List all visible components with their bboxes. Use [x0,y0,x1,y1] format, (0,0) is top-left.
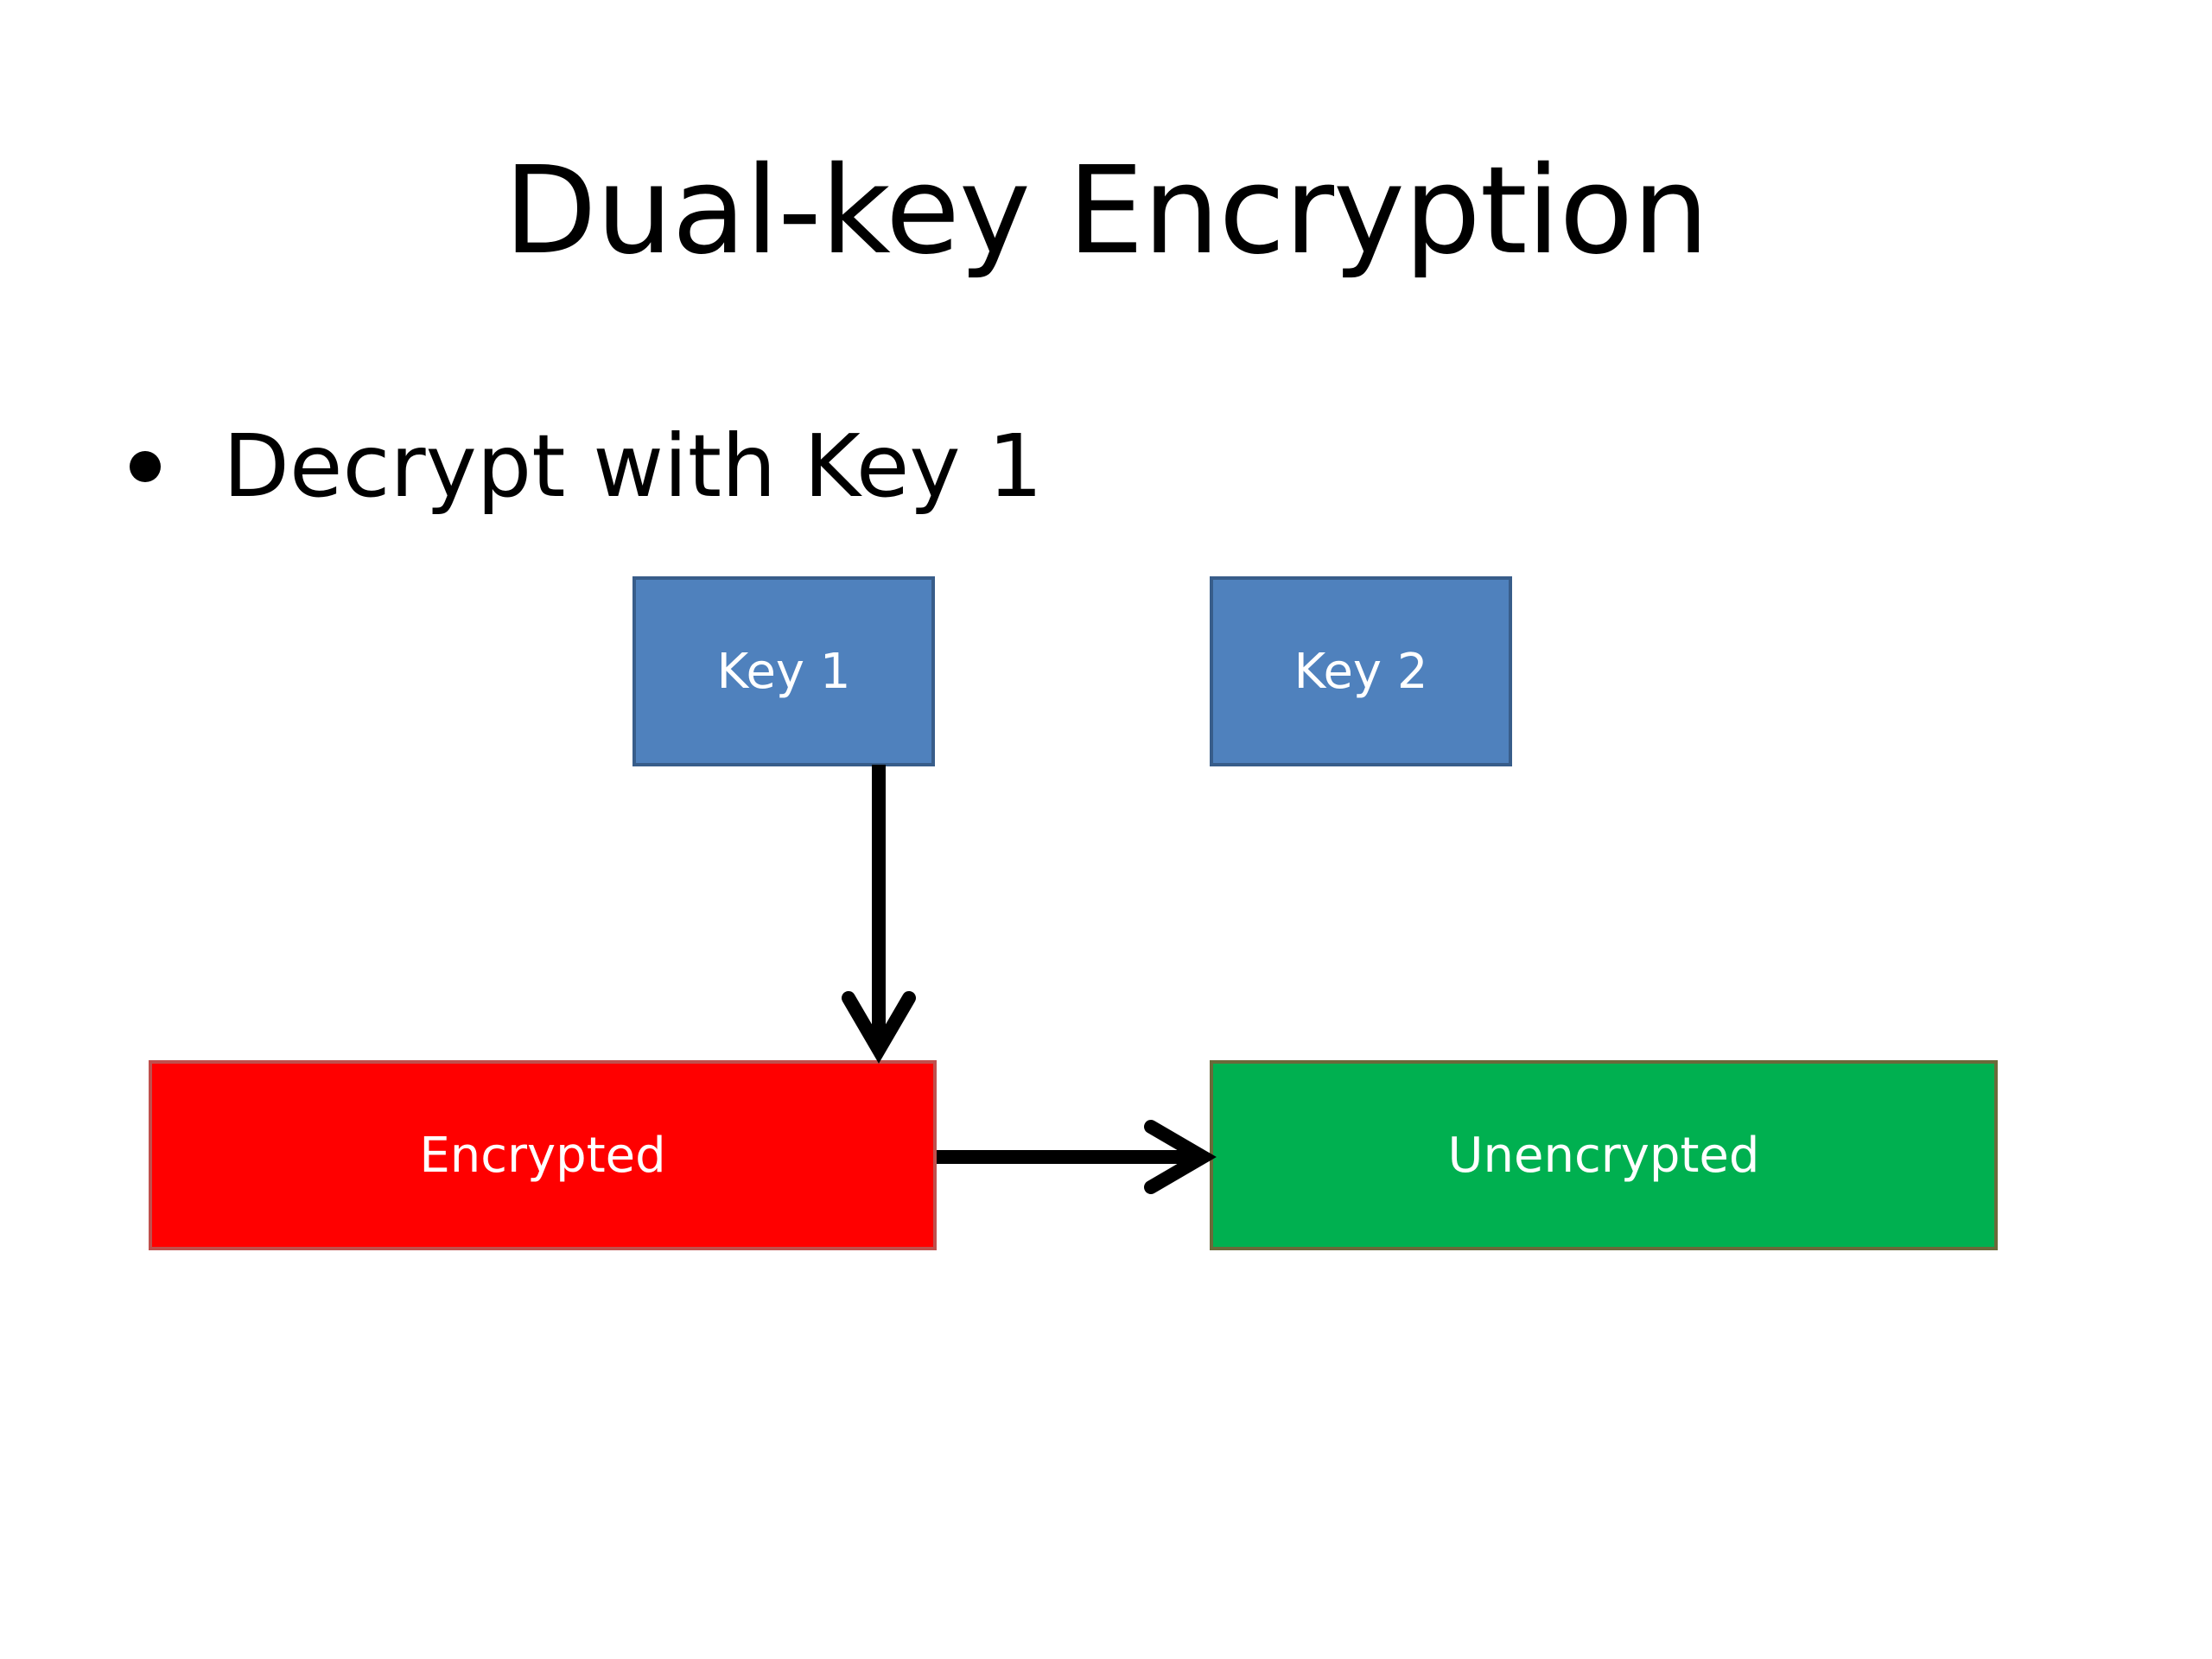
encrypted-box: Encrypted [149,1060,937,1250]
key-1-box: Key 1 [632,576,935,766]
key-2-box: Key 2 [1210,576,1512,766]
key-2-label: Key 2 [1294,643,1428,700]
arrow-encrypted-to-unencrypted [937,1120,1217,1194]
bullet-dot-icon [130,451,161,482]
arrow-key1-to-encrypted [842,765,916,1064]
unencrypted-label: Unencrypted [1447,1127,1760,1184]
unencrypted-box: Unencrypted [1210,1060,1998,1250]
slide-title: Dual-key Encryption [504,141,1709,282]
bullet-item: Decrypt with Key 1 [130,410,1043,523]
encrypted-label: Encrypted [419,1127,666,1184]
bullet-text: Decrypt with Key 1 [223,416,1043,517]
key-1-label: Key 1 [716,643,851,700]
